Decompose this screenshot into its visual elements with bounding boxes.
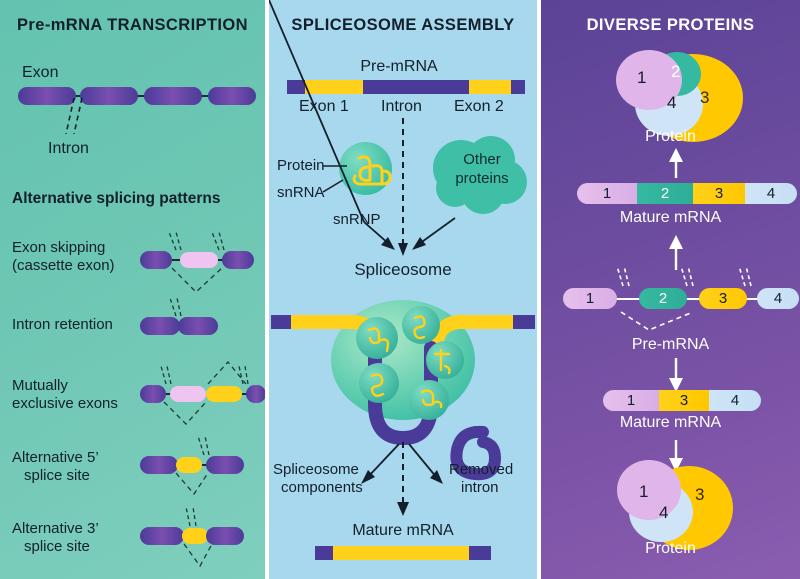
pattern-label-line1: Exon skipping <box>12 239 106 256</box>
alt5-yellow-segment <box>176 457 202 473</box>
premrna-seg-2: 2 <box>639 288 687 309</box>
snrna-squiggle <box>352 155 392 186</box>
exon-block <box>208 87 256 105</box>
snrna-label: snRNA <box>277 184 325 201</box>
snrnp-label: snRNP <box>333 211 381 228</box>
mrna-seg-1: 1 <box>577 183 637 204</box>
mature-bottom-seg-1: 1 <box>603 390 659 411</box>
protein-top-label: Protein <box>645 128 696 145</box>
exon-block <box>80 87 138 105</box>
panel-left-title: Pre-mRNA TRANSCRIPTION <box>17 16 248 34</box>
exon1-label: Exon 1 <box>299 98 349 115</box>
panel-diverse-proteins: DIVERSE PROTEINS 1 2 4 3 Protein 1 2 3 <box>541 0 800 579</box>
exon1-segment <box>305 80 363 94</box>
assembly-arrows <box>269 0 456 256</box>
intron-dashed-lines <box>65 97 83 135</box>
mature-mrna-bottom-label: Mature mRNA <box>619 414 722 431</box>
exon2-segment <box>469 80 511 94</box>
other-proteins-label-line2: proteins <box>455 170 509 187</box>
alternative-3-dashes <box>183 506 213 568</box>
spliceosome-label: Spliceosome <box>354 260 452 279</box>
protein-blob-2: 2 <box>671 62 681 81</box>
pre-mrna-label-right: Pre-mRNA <box>631 336 710 353</box>
protein-blob-1: 1 <box>637 68 647 87</box>
removed-intron-line1: Removed <box>449 461 514 478</box>
pattern-label-line1: Alternative 5’ <box>12 449 99 466</box>
mrna-seg-3: 3 <box>693 183 745 204</box>
panel-pre-mrna-transcription: Pre-mRNA TRANSCRIPTION Exon Intron Alter… <box>0 0 265 579</box>
premrna-splice-dashes <box>616 265 752 331</box>
mature-mrna-label: Mature mRNA <box>352 522 454 539</box>
panel-right-title: DIVERSE PROTEINS <box>586 16 755 34</box>
intron-label: Intron <box>381 98 422 115</box>
exon-label: Exon <box>22 64 59 81</box>
panel-spliceosome-assembly: SPLICEOSOME ASSEMBLY Pre-mRNA Exon 1 Int… <box>265 0 541 579</box>
pattern-label-line1: Intron retention <box>12 316 113 333</box>
exon2-label: Exon 2 <box>454 98 504 115</box>
premrna-seg-1: 1 <box>563 288 617 309</box>
intron-segment <box>363 80 469 94</box>
other-proteins-label-line1: Other <box>463 151 501 168</box>
protein-bottom-blob-1: 1 <box>639 482 649 501</box>
cassette-exon <box>180 252 218 268</box>
removed-intron-line2: intron <box>461 479 499 496</box>
mutually-exclusive-dashes <box>160 361 249 425</box>
exon-skipping-dashes <box>168 231 225 293</box>
intron-label: Intron <box>48 140 89 157</box>
protein-blob-4: 4 <box>667 93 677 112</box>
snrnp-leader-lines <box>322 165 347 193</box>
alternative-5-dashes <box>175 435 210 496</box>
exclusive-exon-b <box>206 386 242 402</box>
pattern-label-line1: Alternative 3’ <box>12 520 99 537</box>
mature-bottom-seg-4: 4 <box>709 390 761 411</box>
alt3-yellow-segment <box>182 528 208 544</box>
exon-block <box>18 87 76 105</box>
alternative-splicing-subtitle: Alternative splicing patterns <box>12 190 221 207</box>
spliceosome-components-line1: Spliceosome <box>273 461 359 478</box>
mrna-seg-4: 4 <box>745 183 797 204</box>
protein-top-blobs <box>616 50 743 142</box>
mature-bottom-seg-3: 3 <box>659 390 709 411</box>
pattern-label-line1: Mutually <box>12 377 68 394</box>
pattern-label-line2: exclusive exons <box>12 395 118 412</box>
panel-middle-title: SPLICEOSOME ASSEMBLY <box>291 16 515 34</box>
mrna-seg-2: 2 <box>637 183 693 204</box>
protein-bottom-blob-4: 4 <box>659 503 669 522</box>
premrna-seg-3: 3 <box>699 288 747 309</box>
pattern-label-line2: (cassette exon) <box>12 257 115 274</box>
protein-label: Protein <box>277 157 325 174</box>
right-arrows <box>669 148 683 472</box>
intron-retention-dashes <box>169 297 182 317</box>
pre-mrna-label: Pre-mRNA <box>360 58 438 75</box>
spliceosome-components-line2: components <box>281 479 363 496</box>
premrna-seg-4: 4 <box>757 288 799 309</box>
other-proteins-cloud <box>433 136 527 214</box>
exclusive-exon-a <box>170 386 206 402</box>
protein-bottom-blobs <box>617 460 733 550</box>
spliceosome-complex <box>271 300 535 516</box>
pattern-label-line2: splice site <box>24 467 90 484</box>
protein-blob-3: 3 <box>700 88 710 107</box>
protein-bottom-blob-3: 3 <box>695 485 705 504</box>
exon-block <box>144 87 202 105</box>
mature-mrna-top-label: Mature mRNA <box>619 209 722 226</box>
pattern-label-line2: splice site <box>24 538 90 555</box>
protein-bottom-label: Protein <box>645 540 696 557</box>
